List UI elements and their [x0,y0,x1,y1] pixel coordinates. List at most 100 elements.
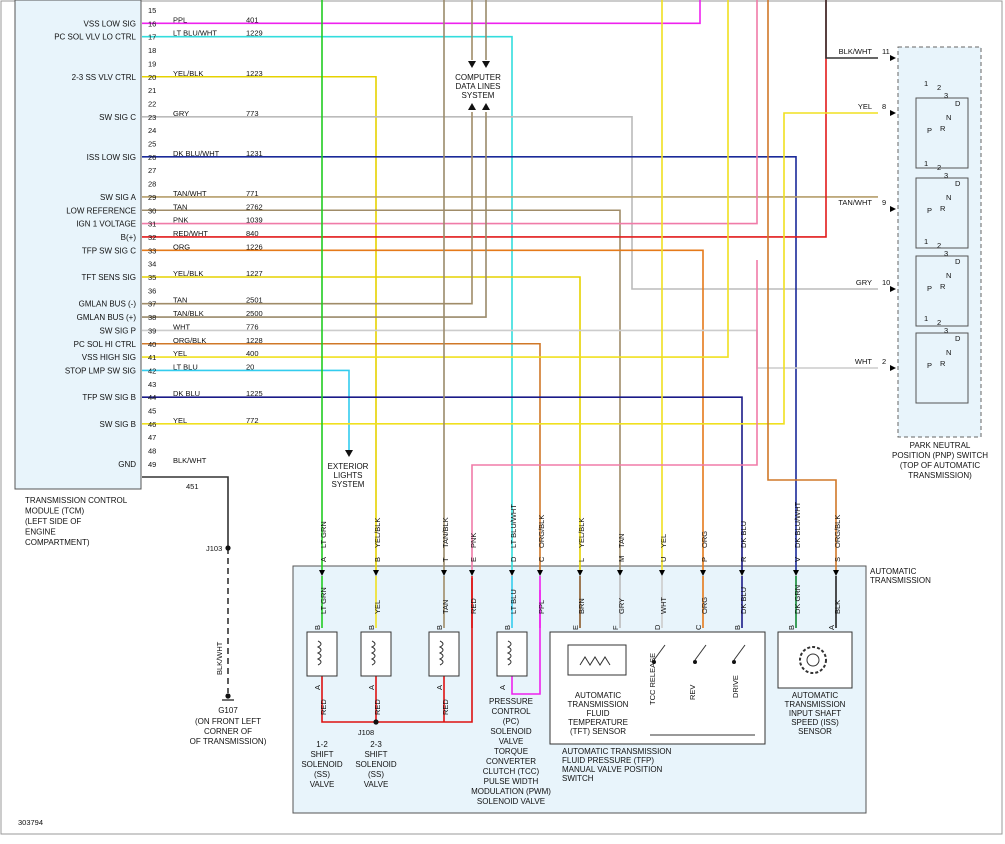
transmission-label: TRANSMISSION [870,576,931,585]
wire-tan [142,209,621,572]
tcm-pin-name: TFP SW SIG C [82,246,136,255]
switch-contact-icon [733,644,746,661]
pnp-position-label: P [927,361,932,370]
internal-wire-color: DK BLU [739,587,748,614]
connector-terminal [617,570,623,576]
switch-contact-icon [694,644,707,661]
wire-org [142,249,704,572]
internal-pin-letter: E [571,625,580,630]
components-layer [222,55,969,745]
exterior-lights-arrow [345,450,353,457]
pnp-position-label: 3 [944,171,948,180]
iss-label: AUTOMATIC [792,691,839,700]
switch-node [652,660,656,664]
tcm-title: COMPARTMENT) [25,538,90,547]
ground-name: G107 [218,706,238,715]
connector-pin-letter: L [577,558,586,562]
pnp-position-label: R [940,282,946,291]
wire-color-label: ORG [173,242,190,251]
pnp-position-label: N [946,271,951,280]
tcm-pin-number: 45 [148,407,156,416]
ss23-label: 2-3 [370,740,382,749]
tcm-pin-name: PC SOL HI CTRL [74,340,137,349]
tcm-pin-number: 41 [148,353,156,362]
splice-j108-label: J108 [358,728,374,737]
tcm-pin-number: 24 [148,126,156,135]
tft-label: TEMPERATURE [568,718,628,727]
wire-tan-blk [142,112,487,318]
tcm-pin-number: 44 [148,393,156,402]
connector-wire-color: LT GRN [319,521,328,548]
wire-org-blk-s [767,0,837,572]
pnp-wire-color: GRY [856,278,872,287]
wire-blk-wht-11 [825,0,878,59]
internal-wire-color: ORG [700,597,709,614]
tcm-pin-number: 46 [148,420,156,429]
connector-terminal [509,570,515,576]
tcm-title: ENGINE [25,528,56,537]
pnp-position-block [915,177,969,249]
internal-pin-letter: B [313,625,322,630]
tft-label: (TFT) SENSOR [570,727,626,736]
wire-gry [142,116,878,290]
lower-pin-letter: A [367,685,376,690]
wire-color-label: GRY [173,109,189,118]
pnp-position-label: N [946,113,951,122]
connector-pin-letter: S [833,557,842,562]
pnp-wire-color: TAN/WHT [838,198,872,207]
ground-wire-color: BLK/WHT [215,641,224,675]
circuit-number: 772 [246,416,259,425]
tcm-pin-name: LOW REFERENCE [66,206,136,215]
ss23-label: SOLENOID [355,760,397,769]
wire-lt-blu [142,369,350,450]
connector-terminal [833,570,839,576]
wire-pnk [142,0,758,225]
pnp-pin-number: 9 [882,198,886,207]
tcm-pin-name: GMLAN BUS (+) [77,313,137,322]
tcm-pin-number: 48 [148,447,156,456]
connector-wire-color: DK BLU [739,521,748,548]
internal-pin-letter: B [733,625,742,630]
pnp-pin-number: 2 [882,357,886,366]
connector-pin-letter: D [509,556,518,562]
wire-gnd [142,476,229,548]
lower-wire-color: RED [319,699,328,715]
wire-color-label: LT BLU [173,362,198,371]
pc-label: (PC) [503,717,520,726]
pnp-terminal [890,206,896,212]
pnp-position-label: P [927,284,932,293]
pnp-terminal [890,55,896,61]
wire-color-label: YEL [173,416,187,425]
internal-wire-color: GRY [617,598,626,614]
pnp-position-label: D [955,99,961,108]
tcm-pin-name: GND [118,460,136,469]
tcm-pin-number: 25 [148,140,156,149]
ground-dot [225,693,231,699]
connector-pin-letter: R [739,556,748,562]
data-line-arrow-down [482,61,490,68]
tfp-label: MANUAL VALVE POSITION [562,765,663,774]
connector-pin-letter: P [700,557,709,562]
tcm-title: MODULE (TCM) [25,507,84,516]
tcm-pin-number: 32 [148,233,156,242]
wire-red-wht [142,0,827,238]
pc-label: VALVE [499,737,524,746]
connector-wire-color: ORG [700,531,709,548]
pc-label: CONTROL [491,707,531,716]
circuit-number: 1226 [246,242,263,251]
tcm-pin-name: VSS LOW SIG [84,19,136,28]
iss-label: SPEED (ISS) [791,718,839,727]
circuit-number: 840 [246,229,259,238]
circuit-number: 401 [246,15,259,24]
wire-color-label: YEL/BLK [173,69,203,78]
wire-tan [142,112,473,305]
tcm-pin-number: 37 [148,300,156,309]
circuit-number: 20 [246,362,254,371]
solenoid-coil-icon [438,640,444,666]
connector-pin-letter: C [537,556,546,562]
tcm-pin-number: 30 [148,206,156,215]
tcm-pin-number: 18 [148,46,156,55]
pnp-wire-color: BLK/WHT [839,47,873,56]
pnp-position-label: 2 [937,318,941,327]
